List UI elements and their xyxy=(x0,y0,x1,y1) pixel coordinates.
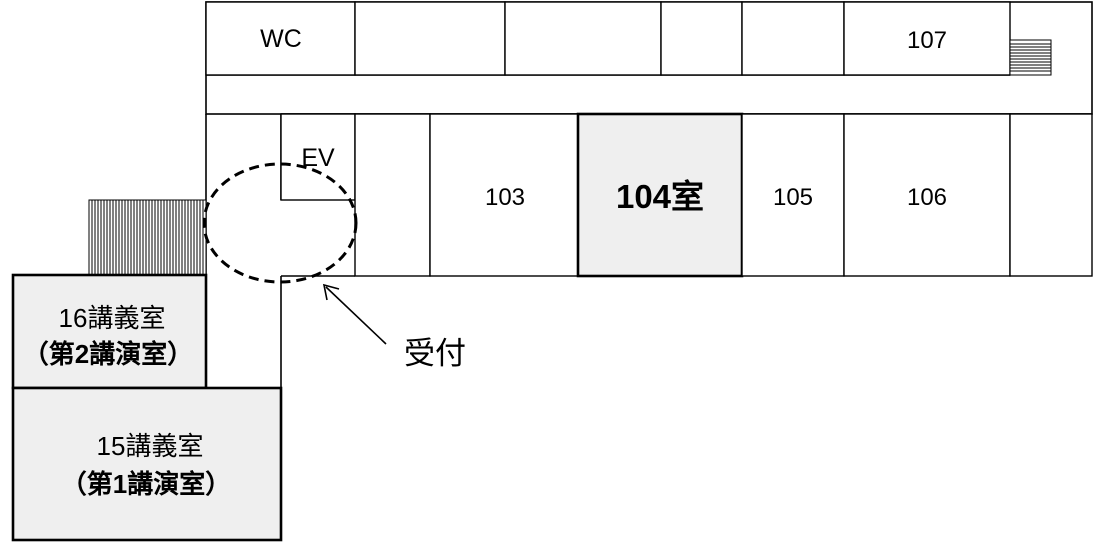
room-top-4[interactable] xyxy=(660,1,743,76)
lecture-hall-16[interactable] xyxy=(11,273,208,390)
label-hall16-name: 16講義室 xyxy=(59,303,166,333)
bottom-room-row xyxy=(354,112,1093,278)
top-room-row xyxy=(205,1,1011,76)
room-top-2[interactable] xyxy=(354,1,506,76)
label-107: 107 xyxy=(907,27,947,54)
label-104: 104室 xyxy=(616,178,704,215)
room-106[interactable] xyxy=(843,113,1011,277)
room-107[interactable] xyxy=(843,1,1011,76)
label-ev: EV xyxy=(301,144,335,172)
reception-area xyxy=(202,162,358,284)
label-106: 106 xyxy=(907,184,947,211)
label-hall16-sub: （第2講演室） xyxy=(23,339,193,369)
label-reception: 受付 xyxy=(404,336,466,372)
room-lower-end[interactable] xyxy=(1009,113,1093,277)
room-ev[interactable] xyxy=(280,113,356,201)
reception-arrow-line xyxy=(325,286,387,345)
room-105[interactable] xyxy=(741,113,845,277)
stairs-top-right xyxy=(1009,39,1052,76)
stairs-left xyxy=(88,199,207,276)
room-top-3[interactable] xyxy=(504,1,662,76)
lecture-hall-15[interactable] xyxy=(11,386,283,542)
label-hall15-sub: （第1講演室） xyxy=(61,469,231,499)
room-103[interactable] xyxy=(429,113,579,277)
label-105: 105 xyxy=(773,184,813,211)
room-top-5[interactable] xyxy=(741,1,845,76)
label-hall15-name: 15講義室 xyxy=(97,431,204,461)
reception-arrow-head xyxy=(322,283,340,301)
label-103: 103 xyxy=(485,184,525,211)
room-lower-1[interactable] xyxy=(354,113,431,277)
room-wc[interactable] xyxy=(205,1,356,76)
label-wc: WC xyxy=(260,25,302,53)
room-104[interactable] xyxy=(576,112,744,278)
